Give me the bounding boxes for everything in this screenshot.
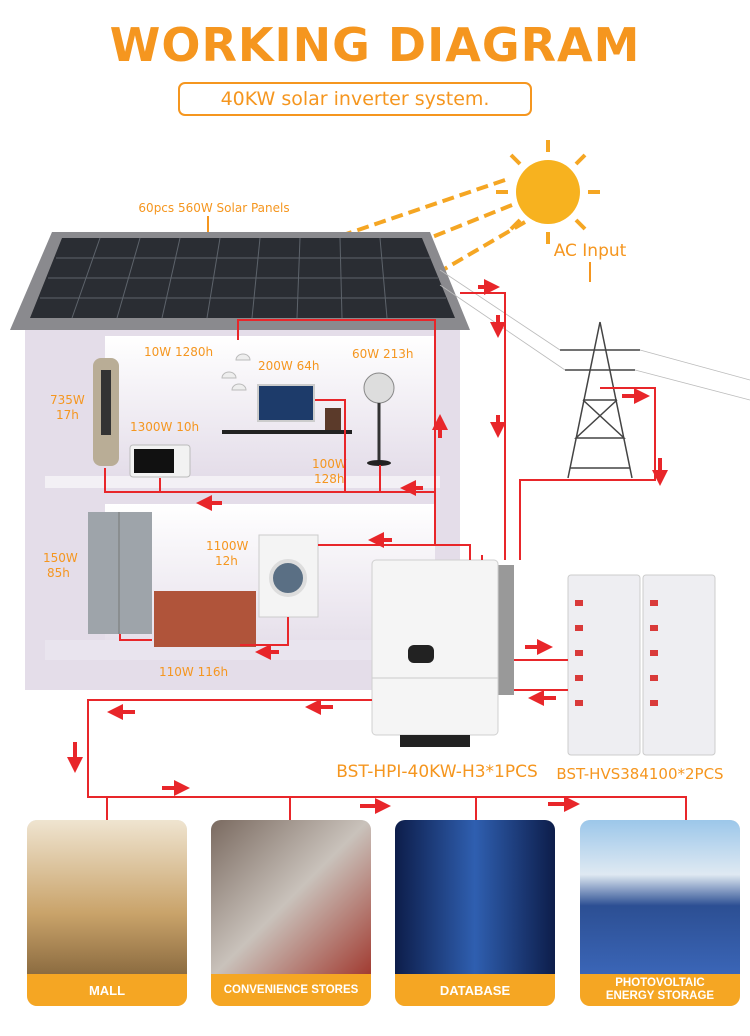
speaker-label-power: 100W [312, 457, 347, 471]
tv-icon [154, 591, 256, 647]
air-conditioner-label-hours: 17h [56, 408, 79, 422]
application-card-mall: MALL [27, 820, 187, 1006]
solar-panels-label: 60pcs 560W Solar Panels [138, 201, 289, 215]
speaker-icon [325, 408, 341, 430]
page-title: WORKING DIAGRAM [109, 18, 641, 72]
photovoltaic-label-line1: PHOTOVOLTAIC [615, 977, 705, 989]
power-pylon-icon [439, 269, 750, 479]
database-label: DATABASE [395, 974, 555, 1006]
inverter-model-label: BST-HPI-40KW-H3*1PCS [336, 762, 538, 782]
battery-stack-icon [567, 574, 716, 756]
refrigerator-label-hours: 85h [47, 566, 70, 580]
refrigerator-icon [88, 512, 152, 634]
refrigerator-label-power: 150W [43, 551, 78, 565]
application-card-convenience-stores: CONVENIENCE STORES [211, 820, 371, 1006]
application-card-photovoltaic-energy-storage: PHOTOVOLTAIC ENERGY STORAGE [580, 820, 740, 1006]
washing-machine-label-hours: 12h [215, 554, 238, 568]
flow-arrows [67, 279, 668, 814]
photovoltaic-label-line2: ENERGY STORAGE [605, 990, 715, 1002]
washing-machine-label-power: 1100W [206, 539, 249, 553]
air-conditioner-label-power: 735W [50, 393, 85, 407]
computer-label: 200W 64h [258, 359, 319, 373]
convenience-stores-label: CONVENIENCE STORES [211, 974, 371, 1006]
tv-label: 110W 116h [159, 665, 228, 679]
lamps-label: 10W 1280h [144, 345, 213, 359]
fan-label: 60W 213h [352, 347, 413, 361]
lamps-icon [221, 353, 251, 391]
computer-icon [257, 384, 315, 422]
desk-icon [222, 430, 352, 434]
solar-panel-roof [10, 232, 470, 330]
inverter-icon [371, 559, 514, 747]
power-wires [87, 292, 687, 820]
subtitle-box: 40KW solar inverter system. [178, 82, 532, 116]
washing-machine-icon [258, 534, 319, 618]
mall-label: MALL [27, 974, 187, 1006]
speaker-label-hours: 128h [314, 472, 345, 486]
microwave-label: 1300W 10h [130, 420, 199, 434]
ac-input-label: AC Input [554, 241, 627, 261]
fan-icon [363, 372, 395, 466]
battery-model-label: BST-HVS384100*2PCS [556, 765, 723, 783]
application-card-database: DATABASE [395, 820, 555, 1006]
